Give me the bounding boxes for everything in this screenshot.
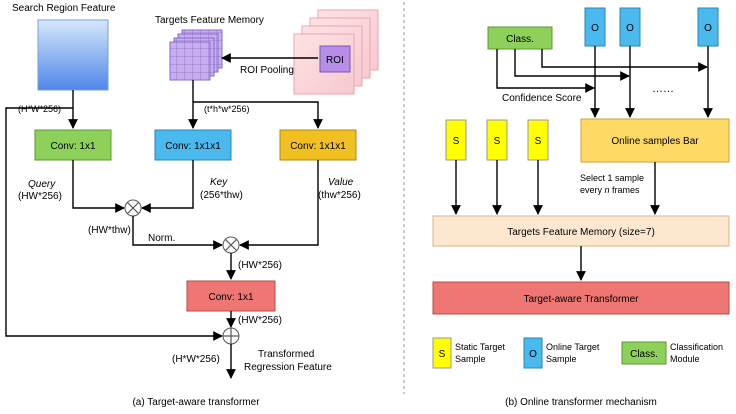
targets-feature-memory-label: Targets Feature Memory: [155, 15, 264, 26]
legend-class-swatch: [621, 341, 667, 365]
legend-online-label-2: Sample: [546, 354, 577, 364]
legend-class-label-1: Classification: [670, 342, 723, 352]
hw256-a: (HW*256): [238, 260, 282, 271]
targets-feature-memory-grid: [169, 29, 223, 81]
class-module-box: [487, 26, 553, 50]
legend-online-glyph: O: [529, 349, 537, 360]
arrow-class-score-3: [541, 49, 708, 72]
legend-class-glyph: Class.: [630, 349, 658, 360]
conv-key-box: [154, 129, 232, 161]
legend-static-swatch: [432, 337, 452, 369]
legend-static-label-1: Static Target: [455, 342, 505, 352]
norm-label: Norm.: [148, 233, 175, 244]
legend-static-glyph: S: [439, 349, 446, 360]
panel-target-aware-transformer: Search Region Feature Targets Feature Me…: [5, 3, 379, 408]
static-target-label-2: S: [494, 136, 501, 147]
class-module-label: Class.: [506, 34, 534, 45]
conv-value-box: [279, 129, 357, 161]
legend-class-label-2: Module: [670, 354, 700, 364]
add-icon: [222, 327, 240, 345]
search-region-feature-block: [37, 19, 109, 91]
search-region-feature-label: Search Region Feature: [12, 3, 116, 14]
panel-online-transformer: Class. O O O Confidence Score …… S S S O…: [432, 7, 730, 408]
online-target-label-1: O: [591, 23, 599, 34]
key-dim: (256*thw): [200, 190, 243, 201]
arrow-value-to-mult2: [239, 160, 319, 250]
confidence-score-label: Confidence Score: [502, 93, 582, 104]
target-aware-transformer-box: [432, 281, 730, 315]
transformed-label-2: Regression Feature: [244, 362, 332, 373]
value-dim: (thw*256): [318, 190, 361, 201]
conv-value-label: Conv: 1x1x1: [290, 141, 346, 152]
online-target-label-3: O: [704, 23, 712, 34]
hw256-left: (H*W*256): [172, 354, 220, 365]
dim-hw256-top: (H*W*256): [18, 104, 61, 114]
conv-output-label: Conv: 1x1: [208, 292, 253, 303]
conv-query-label: Conv: 1x1: [50, 141, 95, 152]
hw-thw-dim: (HW*thw): [88, 225, 131, 236]
caption-right: (b) Online transformer mechanism: [505, 397, 657, 408]
legend-online-label-1: Online Target: [546, 342, 600, 352]
targets-memory-label: Targets Feature Memory (size=7): [507, 227, 655, 238]
arrow-query-to-mult: [72, 160, 125, 213]
legend-static-label-2: Sample: [455, 354, 486, 364]
static-target-label-3: S: [535, 136, 542, 147]
target-aware-transformer-label: Target-aware Transformer: [523, 294, 639, 305]
arrow-residual-bypass: [5, 107, 223, 341]
select-sample-line-2: every n frames: [580, 185, 640, 195]
arrow-class-score-1: [496, 49, 595, 93]
roi-pooling-label: ROI Pooling: [240, 65, 294, 76]
static-target-label-1: S: [453, 136, 460, 147]
roi-box: [319, 45, 351, 73]
online-samples-bar-label: Online samples Bar: [611, 136, 699, 147]
arrow-class-score-2: [514, 49, 630, 81]
matmul-icon-2: [222, 236, 240, 254]
arrow-key-to-mult: [141, 160, 194, 213]
key-label: Key: [210, 177, 228, 188]
transformed-label-1: Transformed: [258, 349, 314, 360]
conv-key-label: Conv: 1x1x1: [165, 141, 221, 152]
query-label: Query: [28, 179, 56, 190]
arrow-memory-to-value: [193, 101, 323, 129]
conv-output-box: [186, 280, 276, 312]
legend-online-swatch: [523, 337, 543, 369]
dots: ……: [652, 83, 674, 95]
roi-label: ROI: [326, 55, 344, 66]
online-target-label-2: O: [626, 23, 634, 34]
legend: S Static Target Sample O Online Target S…: [432, 337, 723, 369]
caption-left: (a) Target-aware transformer: [132, 397, 260, 408]
value-label: Value: [328, 177, 354, 188]
matmul-icon-1: [124, 199, 142, 217]
conv-query-box: [34, 129, 112, 161]
online-samples-bar: [580, 118, 730, 163]
hw256-b: (HW*256): [238, 315, 282, 326]
arrow-mult1-to-mult2: [132, 216, 223, 250]
dim-thw256: (t*h*w*256): [204, 104, 250, 114]
query-dim: (HW*256): [18, 191, 62, 202]
select-sample-line-1: Select 1 sample: [580, 173, 644, 183]
